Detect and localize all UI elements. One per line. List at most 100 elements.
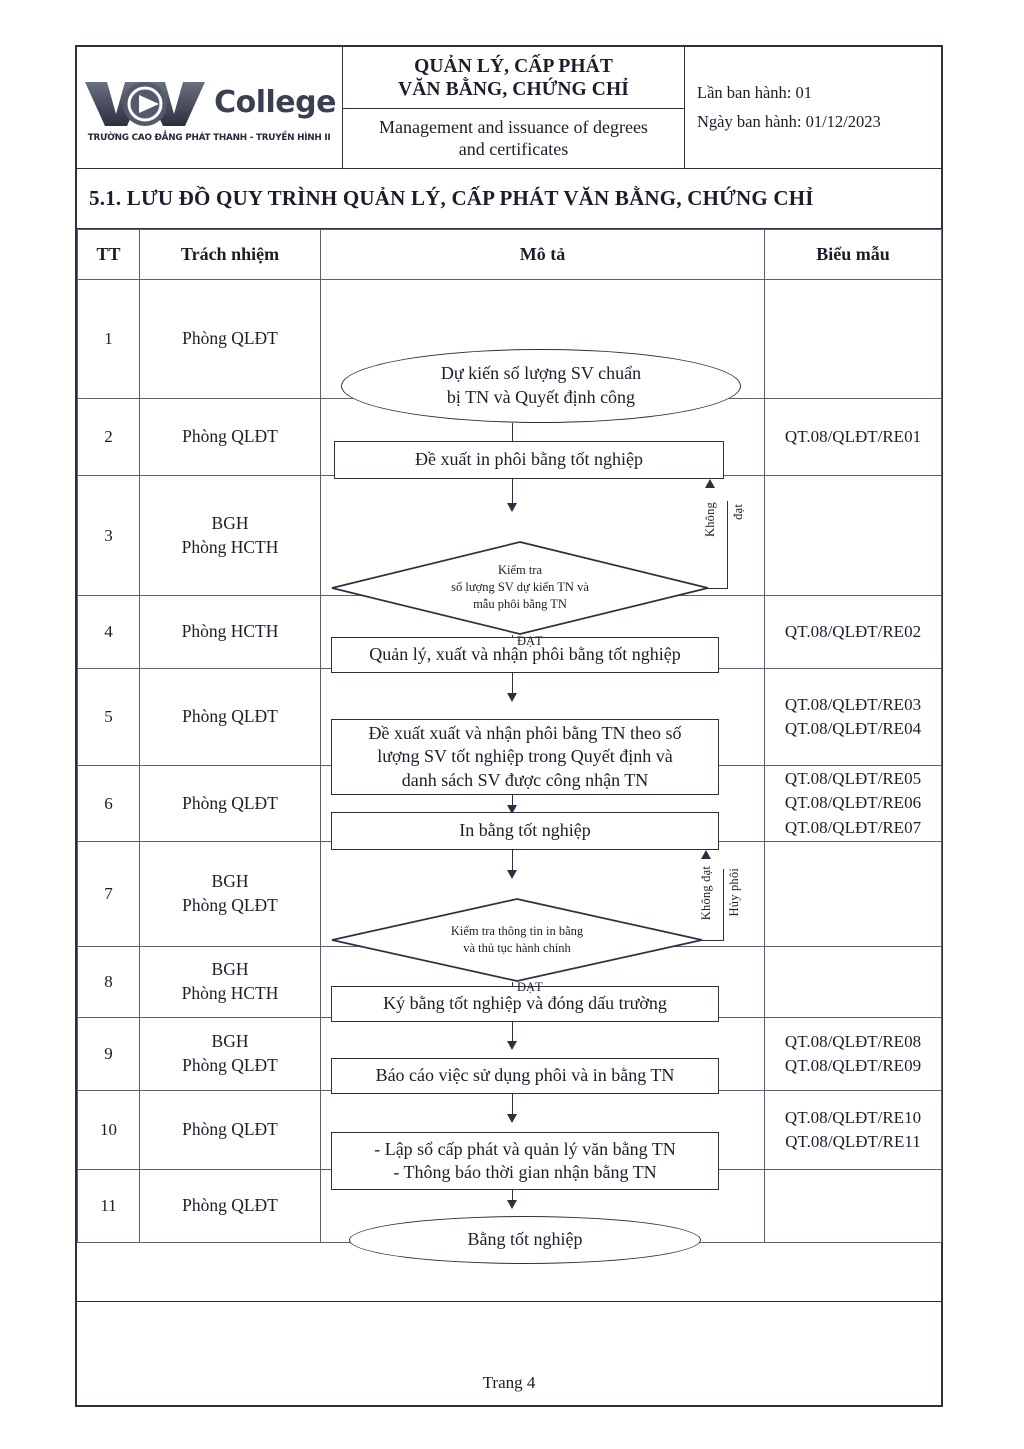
cell-tt: 2 [77,398,140,476]
reject-connector-v [727,500,728,588]
form-code: QT.08/QLĐT/RE06 [784,793,922,813]
cell-responsibility: BGH Phòng HCTH [139,946,321,1018]
connector-line [512,673,513,695]
connector-arrow [507,1041,517,1050]
cell-form: QT.08/QLĐT/RE03 QT.08/QLĐT/RE04 [764,668,942,766]
node-line3: danh sách SV được công nhận TN [401,769,649,790]
node-line1: Dự kiến số lượng SV chuẩn [440,363,642,384]
title-vn-line2: VĂN BẰNG, CHỨNG CHỈ [398,78,629,100]
issue-date: Ngày ban hành: 01/12/2023 [697,111,881,131]
cell-tt: 8 [77,946,140,1018]
connector-line [512,849,513,872]
col-header-form: Biểu mẫu [764,229,942,280]
node-line1: Kiểm tra thông tin in bằng [450,923,584,938]
table-row: 7 BGH Phòng QLĐT Kiểm tra thông [77,841,942,1003]
title-en-line1: Management and issuance of degrees [379,116,648,137]
responsibility-line: BGH [211,1031,249,1052]
responsibility-line: BGH [211,871,249,892]
label-accept: ĐẠT [517,980,543,994]
cell-form [764,279,942,399]
flow-node-process: - Lập sổ cấp phát và quản lý văn bằng TN… [331,1132,719,1190]
document-title-cell: QUẢN LÝ, CẤP PHÁT VĂN BẰNG, CHỨNG CHỈ Ma… [343,47,685,168]
cell-description: - Lập sổ cấp phát và quản lý văn bằng TN… [320,1090,765,1209]
node-line1: Ký bằng tốt nghiệp và đóng dấu trường [383,993,667,1014]
responsibility-line: Phòng QLĐT [182,426,278,447]
flow-node-start: Dự kiến số lượng SV chuẩn bị TN và Quyết… [341,349,741,423]
reject-connector-h [708,587,728,589]
col-header-tt: TT [77,229,140,280]
label-reject-line2: đạt [731,503,745,520]
node-line1: Đề xuất in phôi bằng tốt nghiệp [415,449,643,470]
flow-node-decision: Kiểm tra số lượng SV dự kiến TN và mẫu p… [331,540,709,635]
node-line1: Đề xuất xuất và nhận phôi bằng TN theo s… [368,722,682,743]
node-line1: - Lập sổ cấp phát và quản lý văn bằng TN [374,1138,676,1159]
page-number: Trang 4 [482,1373,536,1392]
label-reject-line2: Hủy phôi [727,868,741,917]
cell-form: QT.08/QLĐT/RE05 QT.08/QLĐT/RE06 QT.08/QL… [764,765,942,842]
cell-responsibility: Phòng QLĐT [139,398,321,476]
reject-return-arrow [701,849,711,859]
decision-text: Kiểm tra số lượng SV dự kiến TN và mẫu p… [331,541,709,635]
cell-description: Kiểm tra số lượng SV dự kiến TN và mẫu p… [320,475,765,657]
cell-description: Kiểm tra thông tin in bằng và thủ tục hà… [320,841,765,1003]
cell-tt: 11 [77,1169,140,1243]
cell-description: Ký bằng tốt nghiệp và đóng dấu trường [320,946,765,1050]
reject-connector-v [723,869,724,940]
cell-responsibility: BGH Phòng QLĐT [139,841,321,947]
connector-arrow [507,1114,517,1123]
title-vn-line1: QUẢN LÝ, CẤP PHÁT [414,55,613,77]
connector-arrow [507,805,517,814]
cell-form [764,946,942,1018]
cell-responsibility: Phòng HCTH [139,595,321,669]
responsibility-line: Phòng QLĐT [182,1195,278,1216]
form-code: QT.08/QLĐT/RE04 [784,719,922,738]
responsibility-line: Phòng HCTH [181,983,279,1003]
title-vietnamese: QUẢN LÝ, CẤP PHÁT VĂN BẰNG, CHỨNG CHỈ [343,47,684,109]
cell-form: QT.08/QLĐT/RE01 [764,398,942,476]
cell-form: QT.08/QLĐT/RE10 QT.08/QLĐT/RE11 [764,1090,942,1170]
flow-node-decision: Kiểm tra thông tin in bằng và thủ tục hà… [331,898,703,982]
cell-tt: 9 [77,1017,140,1091]
connector-arrow [507,869,517,879]
connector-line [512,1022,513,1043]
decision-text: Kiểm tra thông tin in bằng và thủ tục hà… [331,898,703,982]
logo-cell: College TRƯỜNG CAO ĐẲNG PHÁT THANH - TRU… [77,47,343,168]
col-header-responsibility: Trách nhiệm [139,229,321,280]
connector-arrow [507,1200,517,1209]
flowchart-table: TT Trách nhiệm Mô tả Biểu mẫu 1 Phòng QL… [77,229,942,1264]
document-page: College TRƯỜNG CAO ĐẲNG PHÁT THANH - TRU… [75,45,943,1407]
cell-responsibility: BGH Phòng HCTH [139,475,321,596]
form-code: QT.08/QLĐT/RE10 [784,1107,922,1127]
cell-responsibility: Phòng QLĐT [139,279,321,399]
table-row: 10 Phòng QLĐT - Lập sổ cấp phát và quản … [77,1090,942,1209]
cell-responsibility: BGH Phòng QLĐT [139,1017,321,1091]
responsibility-line: Phòng QLĐT [182,706,278,727]
cell-form [764,475,942,596]
connector-line [512,795,513,807]
section-title: 5.1. LƯU ĐỒ QUY TRÌNH QUẢN LÝ, CẤP PHÁT … [77,169,941,229]
connector-line [512,1190,513,1202]
document-footer: Trang 4 [77,1301,941,1405]
cell-description: Đề xuất xuất và nhận phôi bằng TN theo s… [320,668,765,814]
cell-tt: 4 [77,595,140,669]
cell-responsibility: Phòng QLĐT [139,1169,321,1243]
col-header-description: Mô tả [320,229,765,280]
label-reject-line1: Không đạt [699,866,713,921]
cell-tt: 1 [77,279,140,399]
responsibility-line: Phòng QLĐT [182,1055,278,1075]
node-line3: mẫu phôi bằng TN [473,597,567,612]
form-code: QT.08/QLĐT/RE03 [784,694,922,714]
flow-node-process: Báo cáo việc sử dụng phôi và in bằng TN [331,1058,719,1094]
label-accept: ĐẠT [517,633,543,648]
table-row: 1 Phòng QLĐT Dự kiến số lượng SV chuẩn b… [77,279,942,456]
flow-node-process: In bằng tốt nghiệp [331,811,719,850]
form-code: QT.08/QLĐT/RE11 [785,1132,921,1151]
responsibility-line: Phòng QLĐT [182,895,278,915]
responsibility-line: Phòng QLĐT [182,792,278,813]
node-line1: In bằng tốt nghiệp [459,819,591,840]
cell-form: QT.08/QLĐT/RE02 [764,595,942,669]
document-header: College TRƯỜNG CAO ĐẲNG PHÁT THANH - TRU… [77,47,941,169]
form-code: QT.08/QLĐT/RE09 [784,1056,922,1075]
node-line1: Bằng tốt nghiệp [467,1229,583,1250]
title-en-line2: and certificates [458,138,569,159]
